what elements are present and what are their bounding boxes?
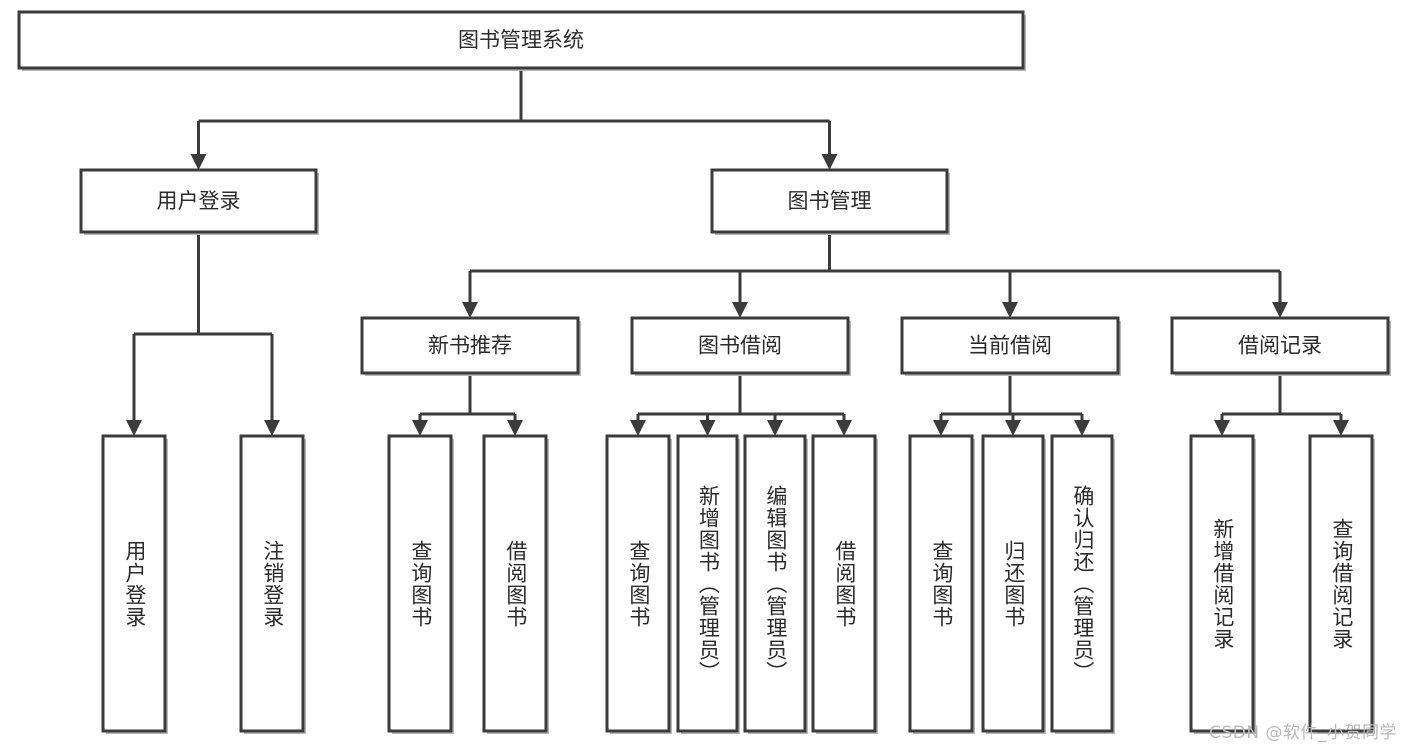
- edge-图书借阅-branch-0-arrowhead: [630, 420, 646, 436]
- leaf-图书借阅-查询图书-0[interactable]: [605, 434, 671, 733]
- edge-图书借阅-branch-3-arrowhead: [836, 420, 852, 436]
- leaf-当前借阅-确认归还管理员-2[interactable]: [1050, 434, 1114, 733]
- leaf-新书推荐-借阅图书-1[interactable]: [482, 434, 548, 733]
- edge-借阅记录-branch-1-arrowhead: [1333, 420, 1349, 436]
- node-图书管理-label: 图书管理: [788, 189, 872, 213]
- leaf-注销登录[interactable]: [239, 434, 305, 733]
- leaf-借阅记录-新增借阅记录-0[interactable]: [1189, 434, 1255, 733]
- edge-用户登录-branch-1-arrowhead: [264, 420, 280, 436]
- edge-当前借阅-branch-2-arrowhead: [1074, 420, 1090, 436]
- edge-图书管理-branch-3-arrowhead: [1272, 302, 1288, 318]
- edge-新书推荐-branch-0-arrowhead: [412, 420, 428, 436]
- edge-借阅记录-branch-0-arrowhead: [1214, 420, 1230, 436]
- node-图书管理[interactable]: [710, 168, 949, 234]
- leaf-新书推荐-查询图书-0[interactable]: [387, 434, 453, 733]
- node-root-图书管理系统[interactable]: [17, 10, 1025, 70]
- edge-图书管理-branch-1-arrowhead: [732, 302, 748, 318]
- edge-当前借阅-branch-0-arrowhead: [933, 420, 949, 436]
- leaf-图书借阅-编辑图书管理员-2[interactable]: [743, 434, 807, 733]
- edge-图书管理-branch-0-arrowhead: [462, 302, 478, 318]
- watermark-text: CSDN @软件_小贺同学: [1209, 723, 1397, 743]
- leaf-当前借阅-归还图书-1[interactable]: [981, 434, 1045, 733]
- leaf-用户登录[interactable]: [101, 434, 167, 733]
- node-借阅记录[interactable]: [1170, 316, 1390, 375]
- node-新书推荐-label: 新书推荐: [428, 334, 512, 358]
- leaf-图书借阅-借阅图书-3[interactable]: [811, 434, 877, 733]
- node-用户登录-label: 用户登录: [157, 189, 241, 213]
- edge-图书管理-branch-2-arrowhead: [1002, 302, 1018, 318]
- node-图书借阅-label: 图书借阅: [698, 334, 782, 358]
- edge-当前借阅-branch-1-arrowhead: [1005, 420, 1021, 436]
- leaf-当前借阅-查询图书-0[interactable]: [908, 434, 974, 733]
- edge-图书借阅-branch-1-arrowhead: [699, 420, 716, 436]
- connectors-layer: [126, 68, 1349, 436]
- edge-图书借阅-branch-2-arrowhead: [767, 420, 783, 436]
- edge-root-branch-0-arrowhead: [190, 154, 207, 170]
- edge-root-branch-1-arrowhead: [821, 154, 838, 170]
- leaf-图书借阅-新增图书管理员-1[interactable]: [676, 434, 739, 733]
- node-root-图书管理系统-label: 图书管理系统: [458, 28, 584, 52]
- node-借阅记录-label: 借阅记录: [1238, 334, 1322, 358]
- edge-新书推荐-branch-1-arrowhead: [507, 420, 523, 436]
- node-当前借阅[interactable]: [900, 316, 1120, 375]
- leaf-借阅记录-查询借阅记录-1[interactable]: [1308, 434, 1374, 733]
- node-用户登录[interactable]: [79, 168, 318, 234]
- node-图书借阅[interactable]: [630, 316, 850, 375]
- edge-用户登录-branch-0-arrowhead: [126, 420, 142, 436]
- node-当前借阅-label: 当前借阅: [968, 334, 1052, 358]
- node-新书推荐[interactable]: [360, 316, 580, 375]
